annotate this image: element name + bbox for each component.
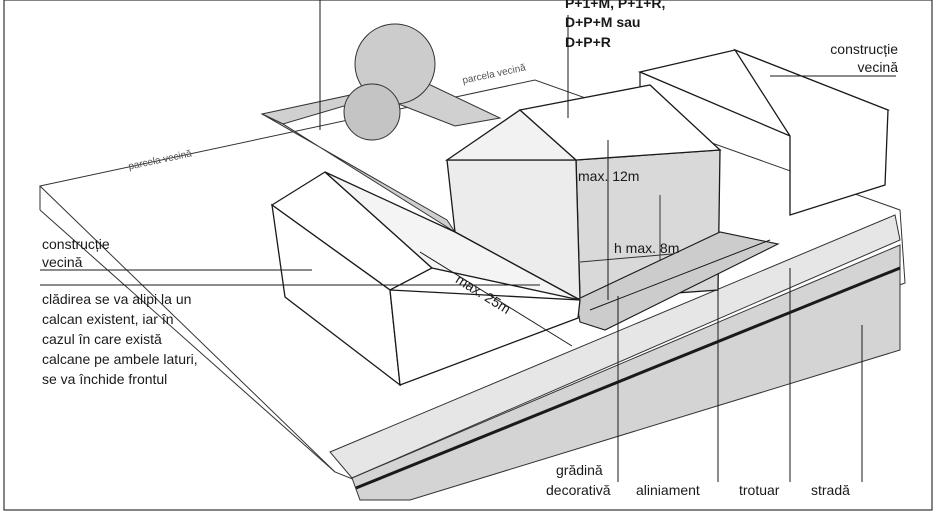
tree-small <box>343 83 401 141</box>
right-neighbor-label-1: construcție <box>830 41 898 57</box>
floors-label-3: D+P+R <box>565 34 611 50</box>
left-neighbor-side <box>389 289 581 386</box>
ground-edge <box>39 209 336 473</box>
note-line-3: cazul în care există <box>42 331 162 347</box>
floors-label-2: D+P+M sau <box>565 14 641 30</box>
garden-label-1: grădină <box>556 462 603 478</box>
garden-label-2: decorativă <box>546 482 611 498</box>
right-neighbor-wall <box>733 48 889 216</box>
note-line-5: se va închide frontul <box>42 371 168 387</box>
max-height-label: max. 12m <box>578 168 640 184</box>
depth-dimension <box>419 251 573 347</box>
front-fence-top <box>589 239 771 311</box>
h-max-label: h max. 8m <box>614 240 680 256</box>
street-label: stradă <box>811 482 850 498</box>
curb-line <box>355 266 901 490</box>
note-line-2: calcan existent, iar în <box>42 311 174 327</box>
left-neighbor-label-2: vecină <box>42 254 83 270</box>
note-line-1: clădirea se va alipi la un <box>42 291 192 307</box>
sidewalk-label: trotuar <box>739 482 780 498</box>
floors-label-1: P+1+M, P+1+R, <box>565 0 666 11</box>
note-line-4: calcane pe ambele laturi, <box>42 351 198 367</box>
street <box>351 244 901 501</box>
left-neighbor-label-1: construcție <box>42 236 110 252</box>
right-neighbor-label-2: vecină <box>857 59 898 75</box>
sidewalk <box>329 214 901 479</box>
alignment-label: aliniament <box>636 482 700 498</box>
main-roof-right <box>518 84 722 161</box>
